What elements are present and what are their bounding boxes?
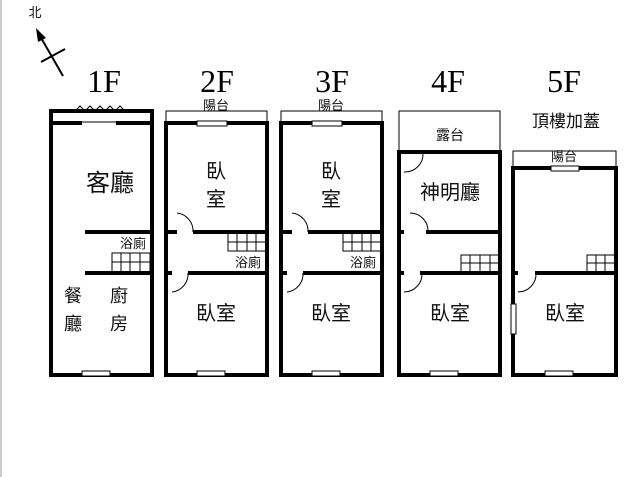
stairs-icon xyxy=(227,232,267,252)
room-living: 客廳 xyxy=(86,169,134,197)
room-bedroom-bottom: 臥室 xyxy=(196,301,236,325)
room-bedroom-2: 室 xyxy=(321,187,341,211)
window-icon xyxy=(74,105,126,112)
room-bedroom: 臥 xyxy=(321,159,341,183)
terrace-label: 露台 xyxy=(436,128,464,144)
door-icon xyxy=(286,272,304,293)
floor-label-5f: 5F xyxy=(547,63,581,99)
room-bedroom-bottom: 臥室 xyxy=(430,301,470,325)
north-label: 北 xyxy=(28,6,41,21)
stairs-icon xyxy=(342,232,382,252)
stairs-icon xyxy=(586,254,616,273)
door-icon xyxy=(291,212,309,233)
door-icon xyxy=(171,272,189,293)
door-icon xyxy=(403,272,423,293)
floor-label-3f: 3F xyxy=(315,63,349,99)
room-bedroom-bottom: 臥室 xyxy=(545,301,585,325)
window-icon xyxy=(510,303,517,335)
door-icon xyxy=(176,212,194,233)
room-kitchen: 廚 xyxy=(110,285,128,307)
door-icon xyxy=(403,152,424,173)
room-bath: 浴廁 xyxy=(350,255,376,271)
room-bedroom-2: 室 xyxy=(206,187,226,211)
window-icon xyxy=(81,370,111,377)
floor-label-1f: 1F xyxy=(87,63,121,99)
floor-label-4f: 4F xyxy=(431,63,465,99)
balcony-label: 陽台 xyxy=(203,99,229,114)
door-icon xyxy=(517,272,537,293)
room-bath: 浴廁 xyxy=(235,255,261,271)
room-bedroom-bottom: 臥室 xyxy=(311,301,351,325)
room-shrine: 神明廳 xyxy=(420,180,480,204)
room-dining-2: 廳 xyxy=(64,314,82,335)
stairs-icon xyxy=(460,254,500,273)
north-compass: 北 xyxy=(28,6,66,77)
floor-5f-plan: 頂樓加蓋 陽台 臥室 xyxy=(510,112,618,377)
floor-label-2f: 2F xyxy=(200,63,234,99)
balcony-label: 陽台 xyxy=(551,150,577,165)
room-bedroom: 臥 xyxy=(206,159,226,183)
door-icon xyxy=(409,212,429,233)
room-kitchen-2: 房 xyxy=(110,314,128,335)
stairs-icon xyxy=(111,252,151,273)
room-dining: 餐 xyxy=(64,286,82,307)
floor-1f-plan: 客廳 浴廁 餐 廳 廚 房 xyxy=(49,105,154,377)
floor-3f-plan: 陽台 臥 室 浴廁 臥室 xyxy=(279,99,384,377)
rooftop-addition-label: 頂樓加蓋 xyxy=(532,112,600,132)
balcony-label: 陽台 xyxy=(318,99,344,114)
room-bath: 浴廁 xyxy=(120,236,146,252)
floor-2f-plan: 陽台 臥 室 浴廁 臥室 xyxy=(164,99,269,377)
floor-4f-plan: 露台 神明廳 臥室 xyxy=(397,110,502,377)
